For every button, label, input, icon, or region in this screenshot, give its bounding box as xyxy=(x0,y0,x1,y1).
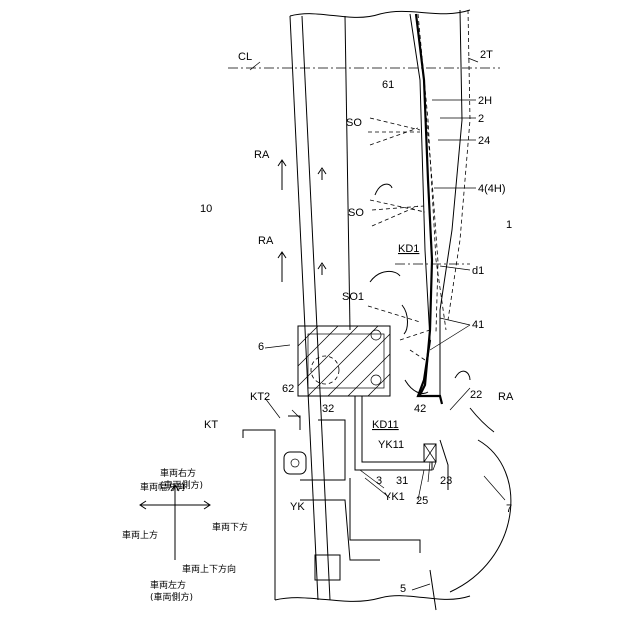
lower-flange xyxy=(300,500,380,560)
label-2t: 2T xyxy=(480,49,493,61)
legend-up: 車両上方 xyxy=(122,529,158,541)
label-25: 25 xyxy=(416,495,428,507)
label-1: 1 xyxy=(506,219,512,231)
body-panel-lines xyxy=(290,10,470,600)
label-kt: KT xyxy=(204,419,218,431)
direction-cross xyxy=(140,485,210,560)
label-32: 32 xyxy=(322,403,334,415)
label-41: 41 xyxy=(472,319,484,331)
label-ra-mid: RA xyxy=(258,235,274,247)
legend-right-sub: (車両側方) xyxy=(160,479,203,491)
airflow-arrows xyxy=(368,118,430,362)
label-7: 7 xyxy=(506,503,512,515)
bottom-break-line xyxy=(275,596,470,602)
label-ra-top: RA xyxy=(254,149,270,161)
part-5 xyxy=(430,570,436,610)
label-2: 2 xyxy=(478,113,484,125)
label-42: 42 xyxy=(414,403,426,415)
legend-right: 車両右方 xyxy=(160,467,196,479)
label-61: 61 xyxy=(382,79,394,91)
label-22: 22 xyxy=(470,389,482,401)
label-d1: d1 xyxy=(472,265,484,277)
legend-down: 車両下方 xyxy=(212,521,248,533)
label-so-mid: SO xyxy=(348,207,364,219)
block-6 xyxy=(298,326,390,396)
leader-lines xyxy=(250,58,505,590)
label-6: 6 xyxy=(258,341,264,353)
label-so-top: SO xyxy=(346,117,362,129)
label-kd1: KD1 xyxy=(398,243,419,255)
label-24: 24 xyxy=(478,135,490,147)
bolt-fastener xyxy=(284,452,306,474)
label-4-4h: 4(4H) xyxy=(478,183,506,195)
curl-part xyxy=(455,371,470,380)
legend-left-sub: (車両側方) xyxy=(150,591,193,603)
label-10: 10 xyxy=(200,203,212,215)
label-3: 3 xyxy=(376,475,382,487)
legend-left: 車両左方 xyxy=(150,579,186,591)
label-2h: 2H xyxy=(478,95,492,107)
kt2-member xyxy=(288,416,300,430)
label-62: 62 xyxy=(282,383,294,395)
label-ra-right: RA xyxy=(498,391,514,403)
label-yk: YK xyxy=(290,501,305,513)
label-kd11: KD11 xyxy=(372,419,399,431)
label-so1: SO1 xyxy=(342,291,364,303)
label-cl: CL xyxy=(238,51,252,63)
label-23: 23 xyxy=(440,475,452,487)
flow-arrows xyxy=(318,168,428,394)
bumper-7 xyxy=(450,440,511,592)
label-kt2: KT2 xyxy=(250,391,270,403)
label-yk11: YK11 xyxy=(378,439,404,451)
member-31 xyxy=(350,478,420,553)
lower-member xyxy=(315,555,340,580)
top-break-line xyxy=(290,10,470,17)
label-5: 5 xyxy=(400,583,406,595)
kt-member xyxy=(243,430,275,600)
legend-vertical-dir: 車両上下方向 xyxy=(182,563,236,575)
label-31: 31 xyxy=(396,475,408,487)
label-yk1: YK1 xyxy=(384,491,405,503)
seal-23 xyxy=(424,444,436,462)
